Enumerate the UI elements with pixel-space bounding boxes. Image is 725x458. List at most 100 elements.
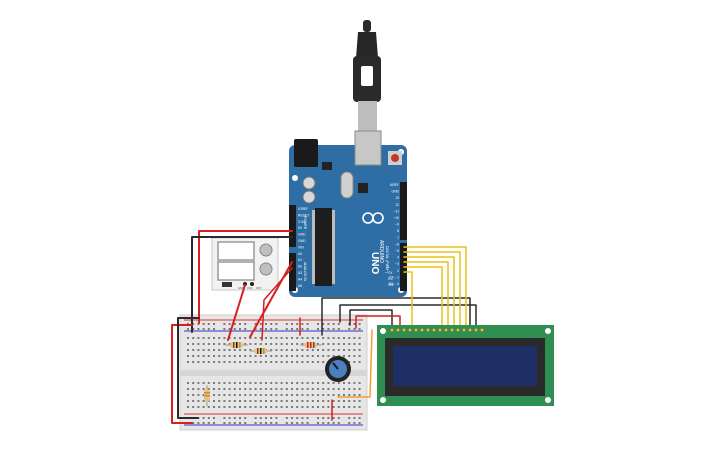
breadboard-hole[interactable] [311,361,314,363]
breadboard-hole[interactable] [254,406,257,408]
breadboard-hole[interactable] [233,323,236,325]
breadboard-hole[interactable] [332,343,335,345]
breadboard-hole[interactable] [343,406,345,408]
breadboard-hole[interactable] [207,323,210,325]
breadboard-hole[interactable] [244,417,247,419]
breadboard-hole[interactable] [358,388,361,390]
breadboard-hole[interactable] [275,343,278,345]
breadboard-hole[interactable] [358,406,361,408]
breadboard-hole[interactable] [259,400,262,402]
breadboard-hole[interactable] [353,422,356,424]
breadboard-hole[interactable] [296,323,299,325]
breadboard-hole[interactable] [327,394,330,396]
breadboard-hole[interactable] [233,382,236,384]
breadboard-hole[interactable] [207,355,210,357]
resistor[interactable] [300,342,322,348]
breadboard-hole[interactable] [296,343,299,345]
breadboard-hole[interactable] [213,388,215,390]
breadboard-hole[interactable] [291,400,293,402]
breadboard-hole[interactable] [207,388,210,390]
breadboard-hole[interactable] [332,349,335,351]
breadboard-hole[interactable] [343,400,345,402]
breadboard-hole[interactable] [207,337,210,339]
breadboard-hole[interactable] [197,337,200,339]
breadboard-hole[interactable] [270,343,273,345]
breadboard-hole[interactable] [348,388,351,390]
breadboard-hole[interactable] [291,355,293,357]
breadboard-hole[interactable] [223,400,226,402]
lcd-pin[interactable] [432,328,436,332]
wire-yellow-d5[interactable] [403,256,455,329]
breadboard-hole[interactable] [332,406,335,408]
lcd-pin[interactable] [438,328,442,332]
breadboard-hole[interactable] [202,394,205,396]
breadboard-hole[interactable] [239,400,241,402]
breadboard-hole[interactable] [223,361,226,363]
wire-black-lcd-3[interactable] [349,309,393,329]
breadboard-hole[interactable] [301,417,304,419]
breadboard-hole[interactable] [233,417,236,419]
breadboard-hole[interactable] [280,355,283,357]
breadboard-hole[interactable] [306,394,309,396]
breadboard-hole[interactable] [327,382,330,384]
breadboard-hole[interactable] [301,323,304,325]
breadboard-hole[interactable] [317,406,319,408]
breadboard-hole[interactable] [291,388,293,390]
breadboard-hole[interactable] [239,337,241,339]
breadboard-hole[interactable] [348,323,351,325]
breadboard-hole[interactable] [296,337,299,339]
wire-yellow-d11[interactable] [403,251,461,329]
breadboard-hole[interactable] [322,394,325,396]
breadboard-hole[interactable] [233,394,236,396]
breadboard-hole[interactable] [327,349,330,351]
breadboard-hole[interactable] [317,355,319,357]
breadboard-hole[interactable] [254,388,257,390]
breadboard-hole[interactable] [306,406,309,408]
breadboard-hole[interactable] [187,355,189,357]
breadboard-hole[interactable] [353,400,356,402]
breadboard-hole[interactable] [317,417,319,419]
breadboard-hole[interactable] [213,355,215,357]
breadboard-hole[interactable] [207,361,210,363]
breadboard-hole[interactable] [275,406,278,408]
breadboard-hole[interactable] [285,417,288,419]
breadboard-hole[interactable] [327,337,330,339]
breadboard-hole[interactable] [301,394,304,396]
breadboard-hole[interactable] [348,400,351,402]
breadboard-hole[interactable] [249,400,252,402]
breadboard-hole[interactable] [275,417,278,419]
breadboard-hole[interactable] [285,343,288,345]
breadboard-hole[interactable] [306,388,309,390]
breadboard-hole[interactable] [317,388,319,390]
breadboard-hole[interactable] [327,343,330,345]
breadboard-hole[interactable] [218,337,221,339]
breadboard-hole[interactable] [301,361,304,363]
breadboard-hole[interactable] [192,394,195,396]
breadboard-hole[interactable] [254,323,257,325]
breadboard-hole[interactable] [327,323,330,325]
breadboard-hole[interactable] [322,417,325,419]
breadboard-hole[interactable] [270,422,273,424]
breadboard-hole[interactable] [213,343,215,345]
breadboard-hole[interactable] [259,406,262,408]
breadboard-hole[interactable] [291,417,293,419]
breadboard-hole[interactable] [192,406,195,408]
breadboard-hole[interactable] [348,349,351,351]
breadboard-hole[interactable] [218,394,221,396]
breadboard-hole[interactable] [296,422,299,424]
breadboard-hole[interactable] [197,406,200,408]
breadboard-hole[interactable] [280,400,283,402]
breadboard-hole[interactable] [296,417,299,419]
breadboard-hole[interactable] [306,361,309,363]
breadboard-hole[interactable] [306,323,309,325]
breadboard-hole[interactable] [223,343,226,345]
breadboard-hole[interactable] [343,394,345,396]
breadboard-hole[interactable] [343,355,345,357]
breadboard-hole[interactable] [213,382,215,384]
breadboard-hole[interactable] [254,355,257,357]
breadboard-hole[interactable] [233,355,236,357]
breadboard-hole[interactable] [358,417,361,419]
breadboard-hole[interactable] [213,337,215,339]
breadboard-hole[interactable] [218,388,221,390]
breadboard-hole[interactable] [322,406,325,408]
